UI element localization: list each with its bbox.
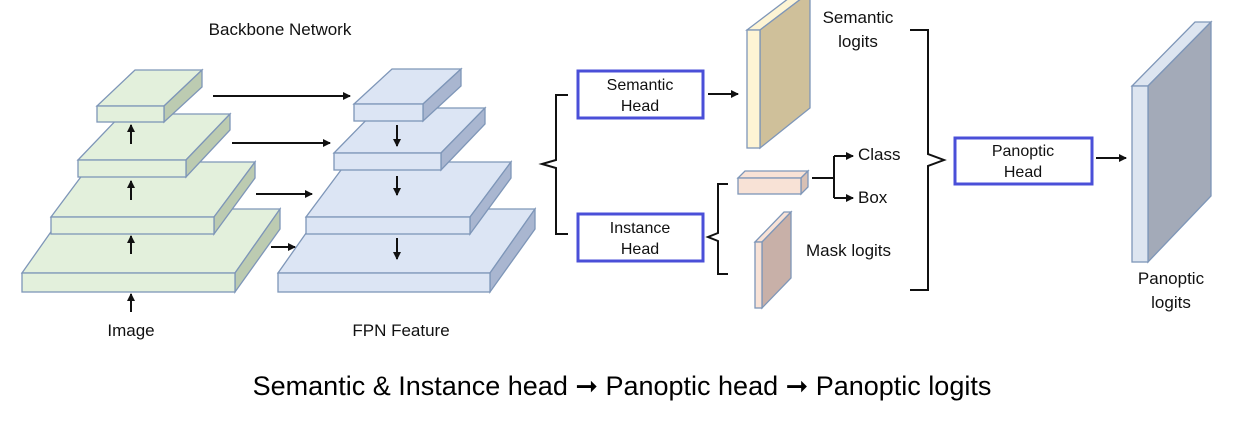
backbone-pyramid: [20, 68, 282, 295]
semantic-head-label-1: Semantic: [607, 77, 674, 94]
panoptic-logits-label-1: Panoptic: [1138, 269, 1205, 288]
fpn-pyramid: [276, 67, 537, 295]
instance-head-label-2: Head: [621, 241, 659, 258]
lateral-arrows: [213, 92, 351, 251]
fpn-feature-label: FPN Feature: [352, 321, 449, 340]
box-label: Box: [858, 188, 888, 207]
semantic-logits-label-1: Semantic: [823, 8, 894, 27]
panoptic-head-label-1: Panoptic: [992, 143, 1054, 160]
fpn-layer-1: [352, 67, 463, 123]
instance-brace: [705, 183, 728, 275]
semantic-logits-label-2: logits: [838, 32, 878, 51]
backbone-title: Backbone Network: [209, 20, 352, 39]
class-box-fork: [812, 152, 854, 202]
image-label: Image: [107, 321, 154, 340]
backbone-layer-3: [49, 160, 257, 236]
panoptic-logits-label-2: logits: [1151, 293, 1191, 312]
mask-logits-label: Mask logits: [806, 241, 891, 260]
semantic-head: Semantic Head: [576, 69, 705, 120]
fpn-brace: [538, 94, 568, 235]
backbone-layer-1: [95, 68, 204, 124]
panoptic-head: Panoptic Head: [953, 136, 1094, 186]
fpn-layer-3: [304, 160, 513, 236]
semantic-logits-block: [745, 0, 811, 150]
semantic-head-label-2: Head: [621, 98, 659, 115]
backbone-layer-2: [76, 112, 232, 179]
panoptic-brace: [910, 29, 947, 291]
instance-head-label-1: Instance: [610, 220, 671, 237]
mask-logits-block: [753, 210, 793, 310]
panoptic-logits-block: [1130, 20, 1213, 264]
instance-head: Instance Head: [576, 212, 705, 263]
instance-feature-block: [736, 169, 810, 196]
caption: Semantic & Instance head ➞ Panoptic head…: [253, 371, 992, 401]
class-label: Class: [858, 145, 901, 164]
panoptic-head-label-2: Head: [1004, 164, 1042, 181]
